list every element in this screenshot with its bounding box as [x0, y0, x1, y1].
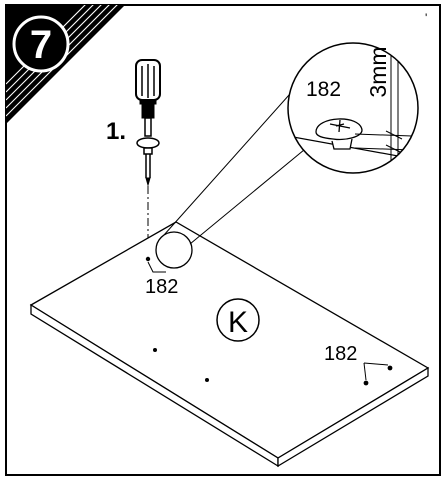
step-number-circle: [12, 15, 70, 73]
step-number: 7: [30, 23, 52, 67]
callout-circle: [287, 42, 419, 174]
callout-detail: 182 3mm: [287, 42, 419, 174]
hole-dowel-1: [153, 348, 157, 352]
part-leader-left: [147, 261, 166, 273]
frame-border: [5, 4, 441, 476]
callout-dimension: 3mm: [365, 46, 391, 97]
action-step-label: 1.: [106, 118, 126, 145]
board-side-edge: [277, 366, 429, 468]
hole-screw-right-1: [363, 380, 369, 386]
hole-dowel-2: [205, 378, 209, 382]
panel-letter: K: [228, 306, 248, 339]
dimension-marks: [354, 43, 413, 170]
panel-letter-circle: [216, 298, 260, 342]
corner-tick: ': [425, 11, 427, 25]
callout-part-code: 182: [306, 78, 341, 101]
part-label-right: 182: [324, 343, 357, 365]
callout-leader-upper: [163, 75, 307, 236]
detail-highlight-circle: [155, 231, 193, 269]
part-leader-right-2: [363, 362, 389, 366]
hole-screw-right-2: [387, 365, 393, 371]
screw-head-icon: [315, 118, 363, 150]
part-leader-right-1: [363, 362, 367, 381]
screwdriver-icon: [135, 59, 161, 187]
hole-screw-left: [145, 256, 151, 262]
board-holes: [145, 256, 393, 386]
part-label-left: 182: [145, 276, 178, 298]
callout-leader-lower: [189, 144, 311, 245]
step-corner-badge: 7: [6, 5, 125, 124]
